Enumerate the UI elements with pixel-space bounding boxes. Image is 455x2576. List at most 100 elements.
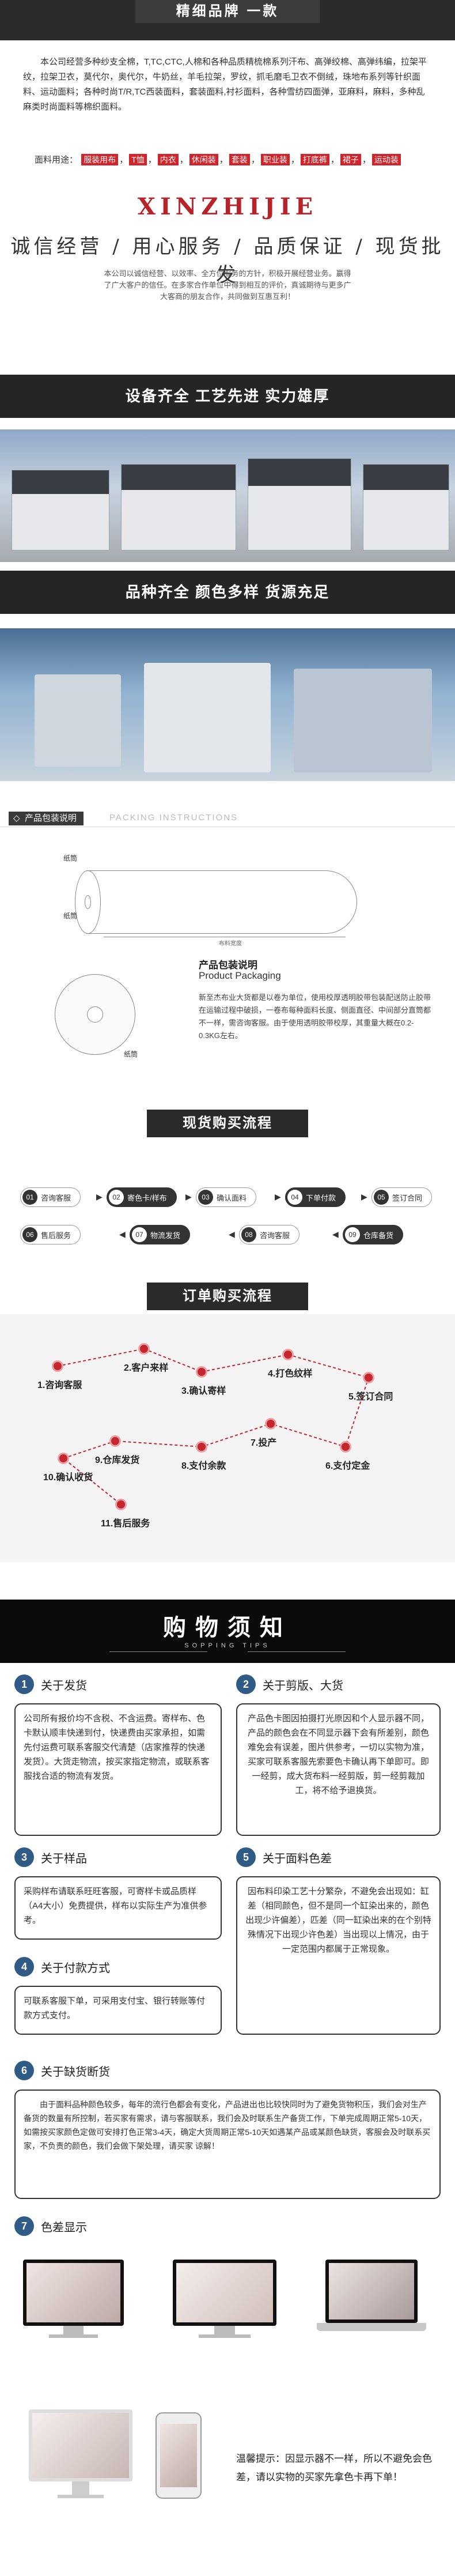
- order-step-label: 3.确认寄样: [181, 1386, 226, 1396]
- factory-photo: [0, 429, 455, 562]
- process-step-number: 07: [132, 1227, 147, 1242]
- order-step-label: 2.客户来样: [124, 1363, 169, 1373]
- equipment-heading-bar: 设备齐全 工艺先进 实力雄厚: [0, 375, 455, 418]
- fabric-tag: 套装: [229, 154, 250, 165]
- notice-num-5: 5: [236, 1847, 256, 1867]
- packing-en: PACKING INSTRUCTIONS: [109, 813, 238, 823]
- top-banner: 精细品牌 一款: [0, 0, 455, 40]
- notice-num-3: 3: [14, 1847, 34, 1867]
- process-arrow: ◀: [119, 1229, 126, 1239]
- monitor-device: [173, 2260, 276, 2340]
- process-arrow: ▶: [275, 1192, 281, 1201]
- process-step-label: 咨询客服: [260, 1231, 290, 1240]
- fabric-tag: 休闲装: [189, 154, 218, 165]
- knitting-machine: [121, 464, 236, 550]
- spot-process-title: 现货购买流程: [147, 1110, 308, 1137]
- fabric-roll-machine: [294, 669, 432, 772]
- process-step-number: 01: [22, 1190, 37, 1205]
- order-step-label: 8.支付余款: [181, 1461, 226, 1471]
- order-node: [138, 1343, 150, 1355]
- notice-head-5: 5 关于面料色差: [236, 1847, 332, 1867]
- order-node: [52, 1360, 63, 1372]
- laptop-device: [317, 2260, 426, 2340]
- notice-head-1: 1 关于发货: [14, 1674, 87, 1694]
- order-process-title: 订单购买流程: [147, 1283, 308, 1310]
- process-arrow: ◀: [229, 1229, 235, 1239]
- packing-title-en: Product Packaging: [199, 970, 281, 981]
- fabric-roll-machine: [35, 674, 121, 767]
- monitor-device: [23, 2260, 124, 2340]
- notice-divider: [109, 1651, 207, 1652]
- process-step-label: 物流发货: [150, 1231, 181, 1240]
- order-step-label: 10.确认收货: [43, 1473, 93, 1483]
- intro-text: 本公司经营多种纱支全棉，T,TC,CTC,人棉和各种品质精梳棉系列汗布、高弹绞棉…: [23, 57, 427, 112]
- fabric-tag: 职业装: [260, 154, 290, 165]
- order-process-path: [57, 1348, 370, 1505]
- process-step-number: 09: [345, 1227, 360, 1242]
- equipment-heading: 设备齐全 工艺先进 实力雄厚: [125, 387, 330, 405]
- brand-description: 本公司以诚信经营、以效率、全方位服务的方针，积极开展经营业务。赢得了广大客户的信…: [104, 269, 351, 301]
- roll-body: [86, 870, 357, 934]
- roll-core: [85, 895, 91, 909]
- notice-head-7: 7 色差显示: [14, 2216, 87, 2236]
- notice-num-2: 2: [236, 1674, 256, 1694]
- variety-heading: 品种齐全 颜色多样 货源充足: [125, 583, 330, 601]
- color-tip: 温馨提示：因显示器不一样，所以不避免会色差，请以实物的买家先拿色卡再下单！: [236, 2453, 432, 2483]
- notice-box-4: 可联系客服下单，可采用支付宝、银行转账等付款方式支付。: [14, 1986, 222, 2035]
- notice-box-5: 因布料印染工艺十分繁杂，不避免会出现如：缸差（相同颜色，但不是同一个缸染出来的，…: [236, 1876, 441, 2035]
- packing-header: 产品包装说明 PACKING INSTRUCTIONS: [0, 810, 455, 827]
- order-step-label: 9.仓库发货: [95, 1455, 140, 1465]
- notice-title: 购物须知: [163, 1614, 292, 1641]
- order-step-label: 11.售后服务: [101, 1519, 150, 1529]
- brand-logo: XINZHIJIE: [137, 193, 318, 220]
- disc-label: 纸筒: [124, 1050, 138, 1058]
- notice-title-5: 关于面料色差: [263, 1852, 332, 1865]
- notice-num-7: 7: [14, 2216, 34, 2236]
- order-step-label: 1.咨询客服: [37, 1381, 82, 1390]
- process-step-number: 03: [198, 1190, 213, 1205]
- notice-title-2: 关于剪版、大货: [263, 1679, 343, 1692]
- order-node: [265, 1418, 276, 1430]
- phone-device: [156, 2412, 202, 2499]
- process-step-label: 下单付款: [306, 1193, 336, 1202]
- roll-label-side: 纸筒: [63, 912, 78, 920]
- process-step-number: 02: [109, 1190, 124, 1205]
- notice-box-1: 公司所有报价均不含税、不含运费。寄样布、色卡默认顺丰快递到付，快递费由买家承担，…: [14, 1703, 222, 1836]
- notice-num-6: 6: [14, 2061, 34, 2080]
- order-node: [196, 1366, 207, 1378]
- order-node: [58, 1453, 69, 1464]
- order-step-label: 4.打色纹样: [268, 1369, 313, 1379]
- packing-title: 产品包装说明: [199, 960, 257, 971]
- process-step-label: 售后服务: [41, 1231, 71, 1240]
- notice-box-3: 采购样布请联系旺旺客服，可寄样卡或品质样（A4大小）免费提供，样布以实际生产为准…: [14, 1876, 222, 1940]
- notice-title-4: 关于付款方式: [41, 1962, 110, 1975]
- desktop-device: [29, 2409, 132, 2502]
- brand-slogan: 诚信经营 / 用心服务 / 品质保证 / 现货批发: [10, 235, 445, 286]
- order-step-label: 7.投产: [251, 1438, 277, 1448]
- fabric-roll-machine: [144, 663, 271, 772]
- notice-head-2: 2 关于剪版、大货: [236, 1674, 343, 1694]
- order-node: [340, 1441, 351, 1453]
- notice-title-7: 色差显示: [41, 2221, 87, 2234]
- banner-title: 精细品牌 一款: [135, 0, 320, 23]
- notice-head-6: 6 关于缺货断货: [14, 2061, 110, 2080]
- order-node: [282, 1349, 294, 1360]
- process-arrow: ▶: [96, 1192, 103, 1201]
- roll-end: [75, 870, 101, 934]
- notice-title-6: 关于缺货断货: [41, 2065, 110, 2079]
- packing-description: 新至杰布业大货都是以卷为单位，使用校厚透明胶带包装配送防止胶带在运输过程中破损，…: [199, 993, 431, 1040]
- process-arrow: ▶: [185, 1192, 192, 1201]
- process-step-label: 寄色卡/样布: [127, 1193, 167, 1202]
- roll-cross-section: [55, 974, 135, 1055]
